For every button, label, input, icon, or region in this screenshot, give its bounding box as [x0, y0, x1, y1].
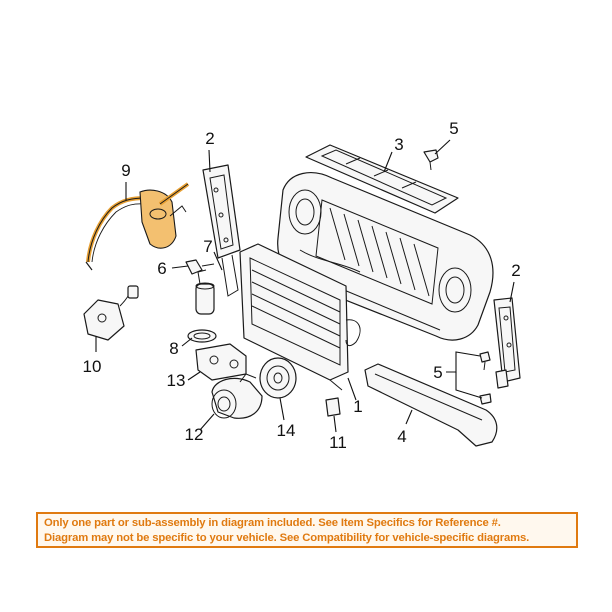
callout-9: 9 — [121, 161, 130, 180]
part-14-pulley — [259, 357, 297, 399]
disclaimer-line-2: Diagram may not be specific to your vehi… — [44, 532, 530, 544]
disclaimer-line-1: Only one part or sub-assembly in diagram… — [44, 517, 501, 529]
callout-14: 14 — [277, 421, 296, 440]
part-1-condenser — [239, 243, 361, 391]
callout-3: 3 — [394, 135, 403, 154]
grille-panel — [277, 172, 494, 341]
callout-1: 1 — [353, 397, 362, 416]
part-2-left-bracket — [202, 164, 241, 297]
part-13-bracket — [195, 343, 247, 381]
part-4-air-deflector — [364, 363, 498, 447]
callout-2-right: 2 — [511, 261, 520, 280]
part-3-seal-strip — [305, 144, 459, 214]
callout-2-left: 2 — [205, 129, 214, 148]
part-5-right-clips — [479, 351, 509, 405]
part-2-right-bracket — [493, 297, 521, 383]
part-5-top-clip — [423, 149, 439, 171]
part-10-valve — [83, 285, 139, 341]
disclaimer-box: Only one part or sub-assembly in diagram… — [36, 512, 578, 548]
callout-12: 12 — [185, 425, 204, 444]
part-11-clip — [325, 397, 341, 417]
callout-10: 10 — [83, 357, 102, 376]
callout-7: 7 — [203, 237, 212, 256]
callout-13: 13 — [167, 371, 186, 390]
callout-4: 4 — [397, 427, 406, 446]
callout-6: 6 — [157, 259, 166, 278]
part-12-compressor — [211, 373, 263, 419]
part-6-clip — [185, 259, 215, 275]
part-9-ac-hose-highlighted — [85, 182, 190, 271]
callout-11: 11 — [329, 433, 347, 452]
part-8-seal — [187, 329, 217, 343]
callout-8: 8 — [169, 339, 178, 358]
callout-numbers: 2 3 5 2 9 6 7 8 10 13 12 14 11 1 4 5 — [83, 119, 521, 452]
callout-5-top: 5 — [449, 119, 458, 138]
part-7-drier — [195, 269, 215, 315]
leader-lines — [95, 139, 515, 433]
callout-5-right: 5 — [433, 363, 442, 382]
